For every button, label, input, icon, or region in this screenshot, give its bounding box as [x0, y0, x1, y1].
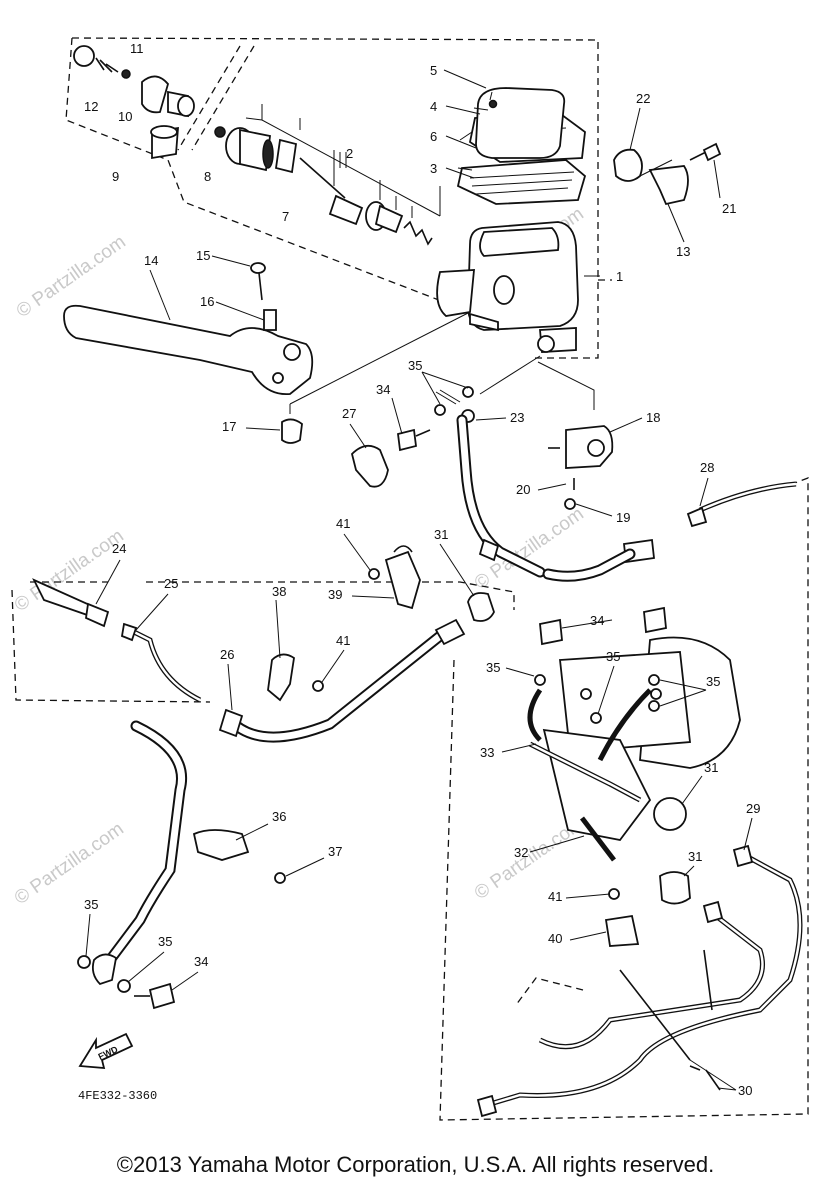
banjo-fittings	[73, 45, 226, 160]
callout-36: 36	[272, 809, 286, 824]
drawing-code: 4FE332-3360	[78, 1089, 157, 1103]
forward-arrow: FWD	[78, 1032, 134, 1070]
callout-15: 15	[196, 248, 210, 263]
callout-33: 33	[480, 745, 494, 760]
callout-35e: 35	[84, 897, 98, 912]
brake-lever	[63, 262, 314, 444]
watermark-3: © Partzilla.com	[11, 818, 128, 909]
callout-21: 21	[722, 201, 736, 216]
callout-32: 32	[514, 845, 528, 860]
hose-24-26	[32, 578, 466, 743]
hose-lower-left	[77, 720, 286, 1010]
callout-5: 5	[430, 63, 437, 78]
callout-7: 7	[282, 209, 289, 224]
callout-34a: 34	[376, 382, 390, 397]
callout-2: 2	[346, 146, 353, 161]
callout-22: 22	[636, 91, 650, 106]
callout-4: 4	[430, 99, 437, 114]
callout-31b: 31	[704, 760, 718, 775]
callout-14: 14	[144, 253, 158, 268]
callout-41c: 41	[548, 889, 562, 904]
callout-23: 23	[510, 410, 524, 425]
callout-17: 17	[222, 419, 236, 434]
callout-40: 40	[548, 931, 562, 946]
callout-24: 24	[112, 541, 126, 556]
callout-13: 13	[676, 244, 690, 259]
callout-26: 26	[220, 647, 234, 662]
bracket-39	[368, 545, 495, 622]
callout-41a: 41	[336, 516, 350, 531]
callout-12: 12	[84, 99, 98, 114]
parts-diagram: © Partzilla.com © Partzilla.com © Partzi…	[11, 37, 809, 1121]
assembly-boundaries	[11, 37, 809, 1121]
callout-39: 39	[328, 587, 342, 602]
callout-3: 3	[430, 161, 437, 176]
callout-25: 25	[164, 576, 178, 591]
callout-31a: 31	[434, 527, 448, 542]
callout-34b: 34	[590, 613, 604, 628]
callout-38: 38	[272, 584, 286, 599]
callout-29: 29	[746, 801, 760, 816]
callout-9: 9	[112, 169, 119, 184]
callout-35a: 35	[408, 358, 422, 373]
abs-unit	[527, 606, 741, 947]
callout-19: 19	[616, 510, 630, 525]
callout-27: 27	[342, 406, 356, 421]
callout-41b: 41	[336, 633, 350, 648]
piston-kit	[225, 104, 441, 246]
callout-35b: 35	[486, 660, 500, 675]
callout-1: 1	[616, 269, 623, 284]
callout-18: 18	[646, 410, 660, 425]
callout-numbers: 1 2 3 4 5 6 7 8 9 10 11 12 13 14 15 16 1…	[84, 41, 760, 1098]
mirror-clamp	[613, 142, 722, 206]
brake-pipes-30	[476, 844, 803, 1118]
cover-27	[351, 386, 475, 488]
callout-16: 16	[200, 294, 214, 309]
callout-28: 28	[700, 460, 714, 475]
brake-switch	[548, 425, 614, 510]
master-cylinder-assembly	[436, 87, 587, 353]
callout-6: 6	[430, 129, 437, 144]
callout-30: 30	[738, 1083, 752, 1098]
callout-leaders	[85, 69, 753, 1091]
callout-8: 8	[204, 169, 211, 184]
copyright-notice: ©2013 Yamaha Motor Corporation, U.S.A. A…	[116, 1152, 715, 1177]
callout-35c: 35	[606, 649, 620, 664]
callout-10: 10	[118, 109, 132, 124]
callout-35f: 35	[158, 934, 172, 949]
callout-20: 20	[516, 482, 530, 497]
hose-23	[456, 414, 797, 582]
callout-11: 11	[130, 41, 144, 56]
leader-lines	[289, 91, 600, 410]
callout-34c: 34	[194, 954, 208, 969]
callout-31c: 31	[688, 849, 702, 864]
callout-35d: 35	[706, 674, 720, 689]
callout-37: 37	[328, 844, 342, 859]
